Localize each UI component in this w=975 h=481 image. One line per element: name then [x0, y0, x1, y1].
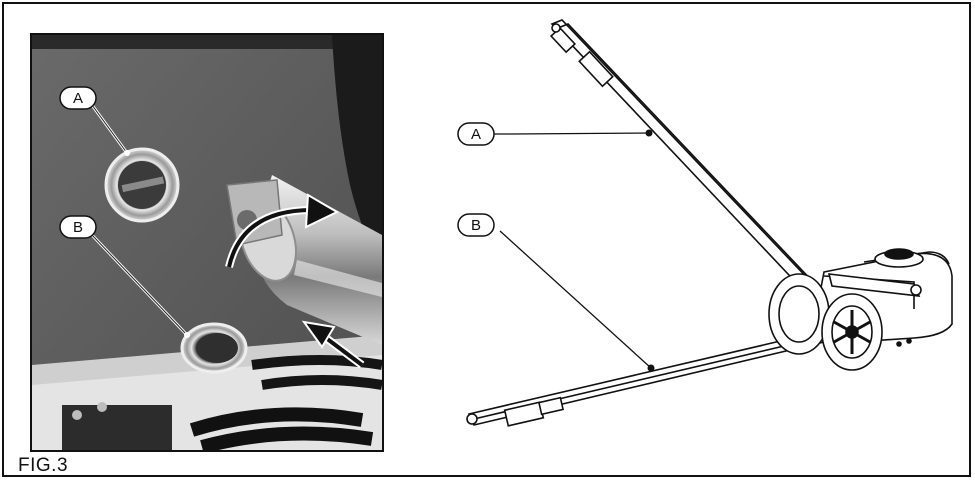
- jack-line-drawing: A B: [457, 19, 953, 427]
- photo-callout-a-bubble: [59, 86, 97, 110]
- photo-callout-a: A: [73, 90, 83, 107]
- jack-drawing-panel: A B: [444, 14, 964, 464]
- drawing-callout-b-bubble: [457, 213, 495, 237]
- drawing-callout-a: A: [471, 126, 481, 143]
- figure-label: FIG.3: [18, 455, 69, 476]
- photo-panel: A B: [30, 33, 384, 452]
- photo-callout-b: B: [73, 219, 83, 236]
- photo-callout-b-bubble: [59, 215, 97, 239]
- photo-illustration: A B: [32, 35, 382, 450]
- drawing-callout-b: B: [471, 217, 481, 234]
